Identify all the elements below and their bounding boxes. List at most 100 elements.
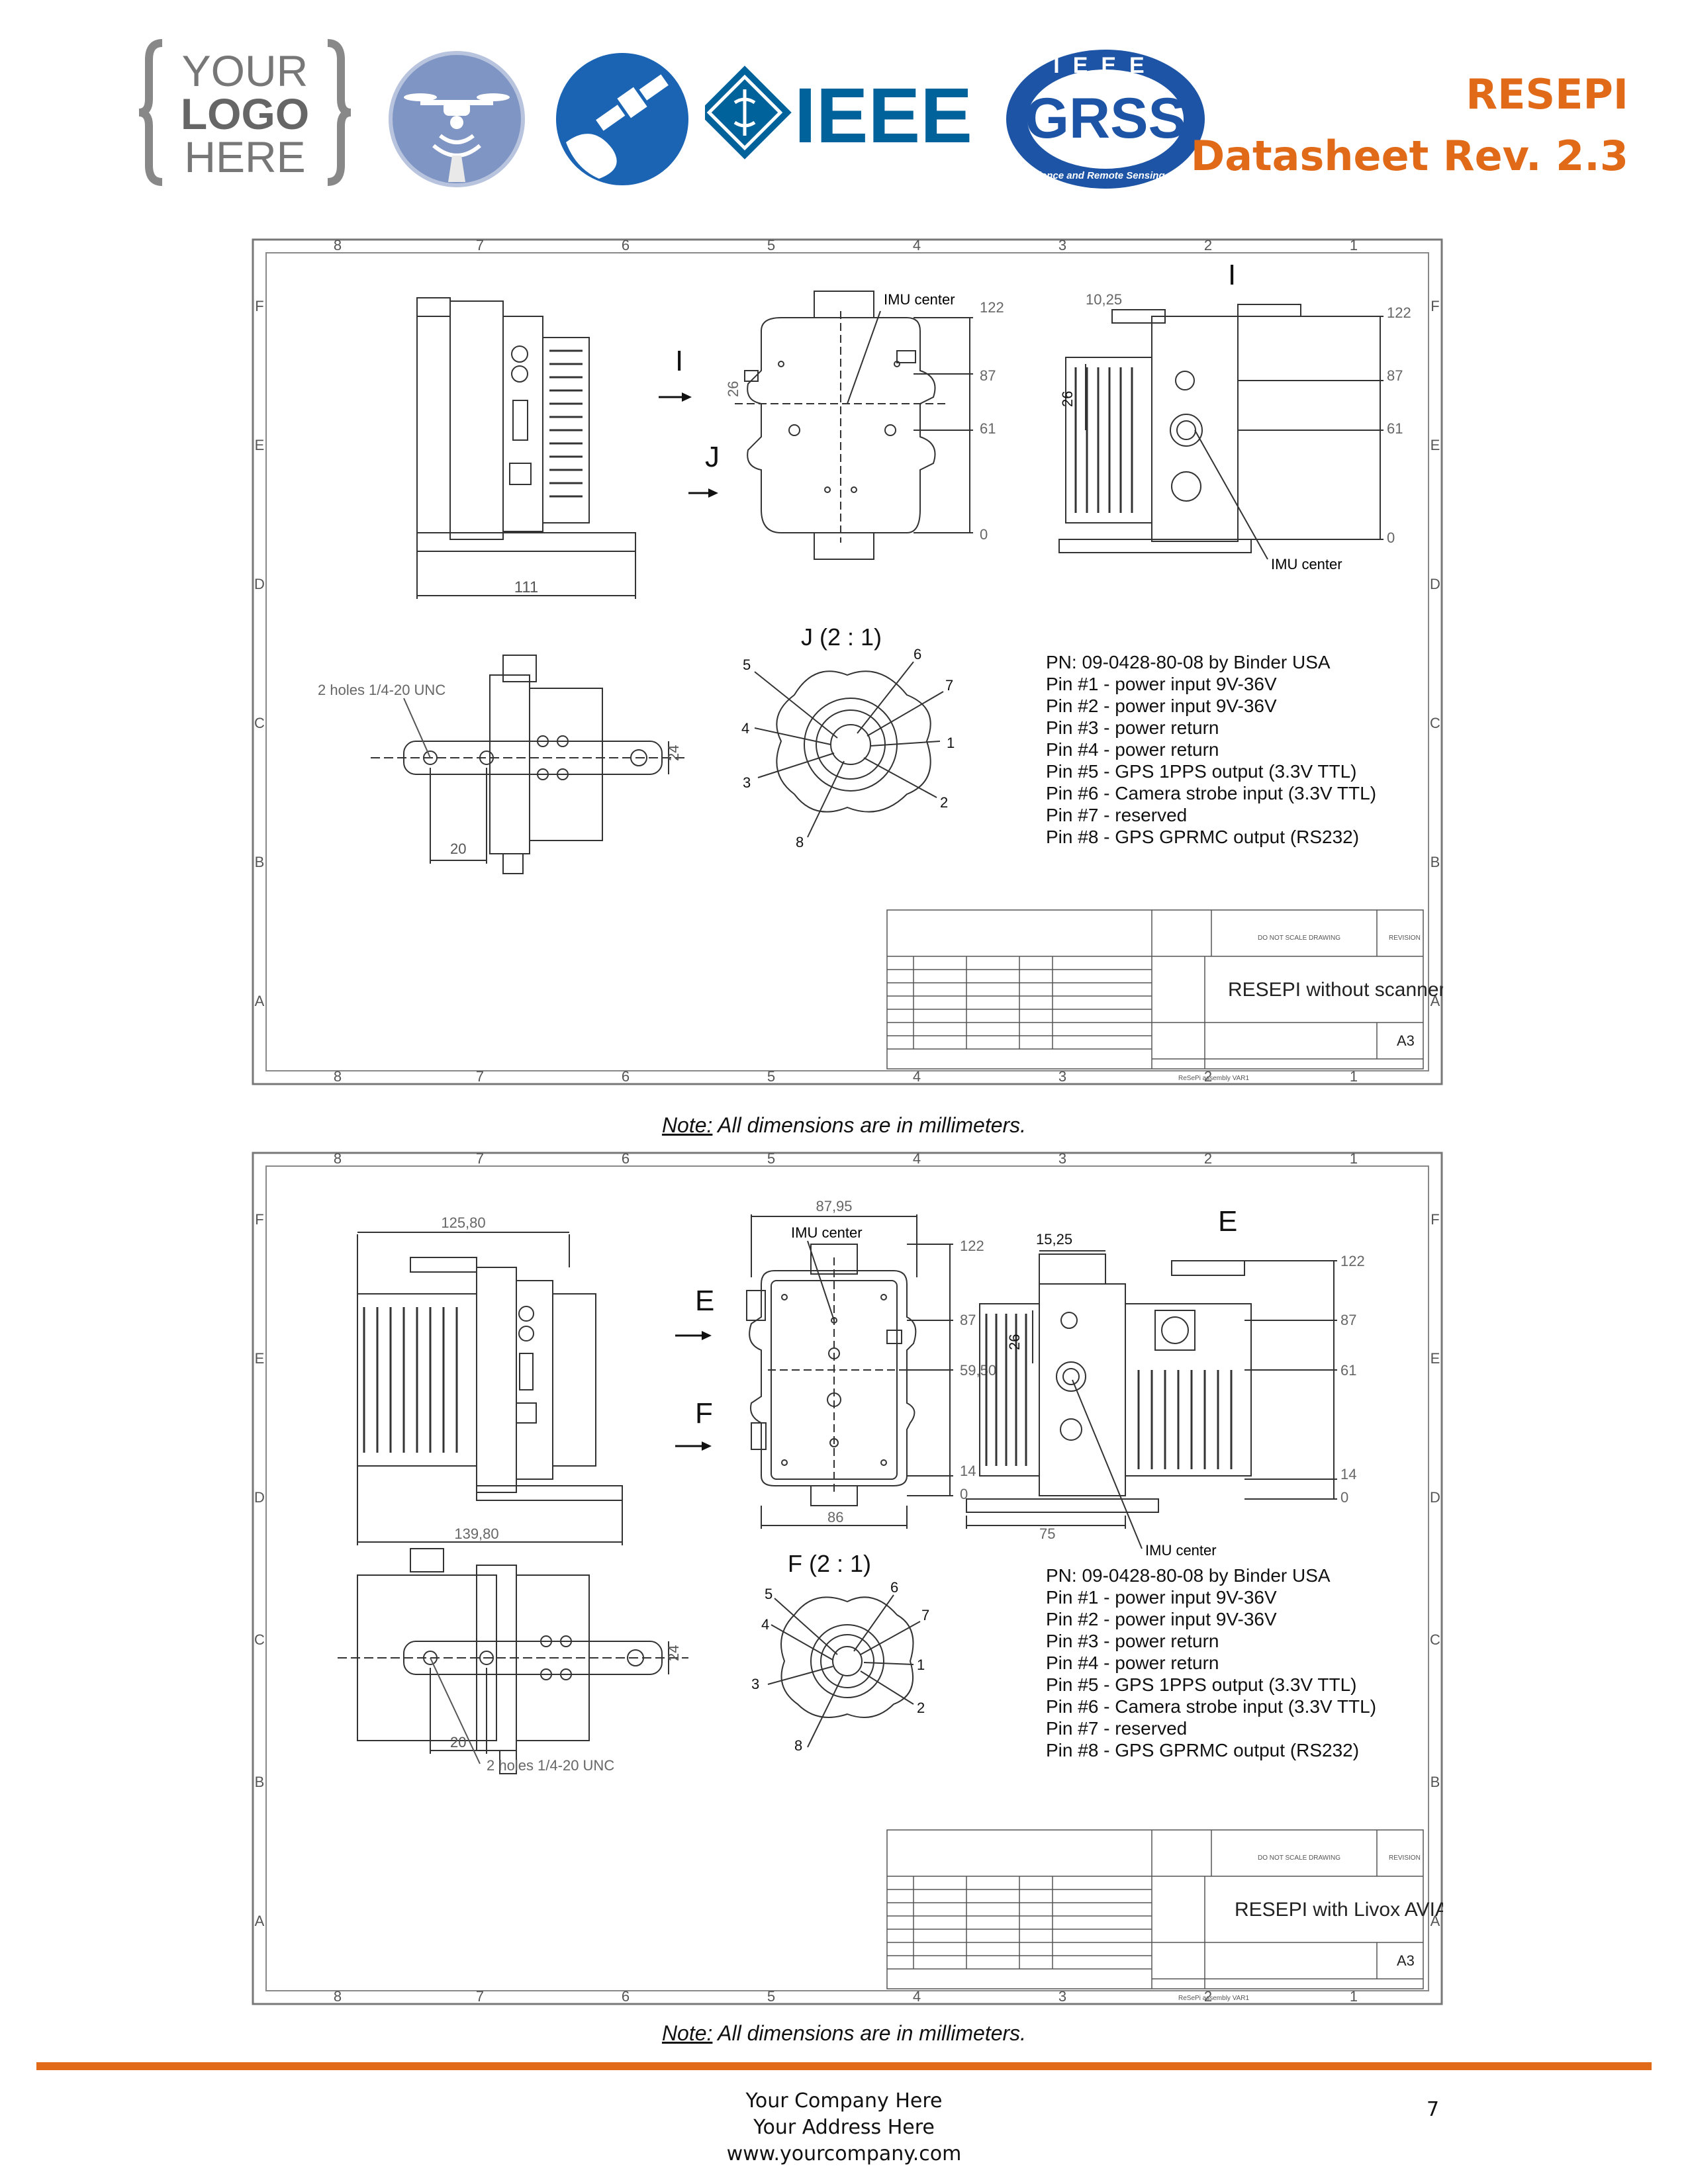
zone-row: F xyxy=(1430,1211,1439,1228)
zone-row: D xyxy=(254,576,265,592)
zone-row: F xyxy=(255,1211,263,1228)
note-label: Note: xyxy=(661,2021,713,2045)
dim-26: 26 xyxy=(725,381,741,397)
pin-label: 7 xyxy=(921,1607,929,1623)
dim-side-87: 87 xyxy=(1387,367,1403,384)
zone-row: A xyxy=(1430,1913,1440,1929)
tb-title: RESEPI with Livox AVIA xyxy=(1235,1899,1443,1921)
zone-col: 5 xyxy=(767,1152,775,1167)
pin-label: 2 xyxy=(917,1700,925,1716)
logo-text-logo: LOGO xyxy=(181,89,309,138)
zone-col: 7 xyxy=(476,1068,484,1085)
zone-col: 4 xyxy=(913,1988,921,2005)
drawing-resepi-with-livox-avia: 8 7 6 5 4 3 2 1 8 7 6 5 4 3 2 1 F E D C … xyxy=(252,1152,1443,2005)
top-plan-view xyxy=(746,1214,953,1529)
pin-label: 6 xyxy=(890,1579,898,1596)
zone-row: C xyxy=(1430,1631,1440,1648)
imu-center-label: IMU center xyxy=(884,291,955,308)
dim-20: 20 xyxy=(450,841,466,857)
zone-row: B xyxy=(1430,854,1440,870)
detail-title: F (2 : 1) xyxy=(788,1550,871,1577)
logo-text-here: HERE xyxy=(184,132,305,181)
zone-col: 4 xyxy=(913,1152,921,1167)
note-text: All dimensions are in millimeters. xyxy=(712,1113,1027,1137)
zone-col: 6 xyxy=(622,1988,630,2005)
zone-col: 4 xyxy=(913,1068,921,1085)
dim-87: 87 xyxy=(960,1312,976,1328)
dim-0: 0 xyxy=(980,526,988,543)
pin-desc: Pin #7 - reserved xyxy=(1046,805,1187,825)
dim-14: 14 xyxy=(960,1463,976,1479)
top-plan-view xyxy=(735,291,973,560)
dim-61: 61 xyxy=(980,420,996,437)
dim-side-122: 122 xyxy=(1387,304,1411,321)
dim-122: 122 xyxy=(960,1238,984,1254)
dim-side-87: 87 xyxy=(1340,1312,1356,1328)
pin-desc: Pin #3 - power return xyxy=(1046,717,1219,738)
zone-col: 1 xyxy=(1350,1068,1358,1085)
pin-label: 6 xyxy=(914,646,921,662)
pn-text: PN: 09-0428-80-08 by Binder USA xyxy=(1046,652,1331,672)
zone-row: C xyxy=(254,715,265,731)
pin-desc: Pin #2 - power input 9V-36V xyxy=(1046,1609,1277,1629)
zone-row: C xyxy=(254,1631,265,1648)
ieee-logo-text: IEEE xyxy=(794,72,972,159)
pin-label: 8 xyxy=(796,834,804,850)
zone-col: 1 xyxy=(1350,1152,1358,1167)
title-block xyxy=(886,1829,1424,1989)
pin-desc: Pin #1 - power input 9V-36V xyxy=(1046,674,1277,694)
footer-divider xyxy=(36,2062,1652,2070)
pin-desc: Pin #5 - GPS 1PPS output (3.3V TTL) xyxy=(1046,761,1357,782)
holes-label: 2 holes 1/4-20 UNC xyxy=(487,1757,614,1774)
pin-desc: Pin #6 - Camera strobe input (3.3V TTL) xyxy=(1046,1696,1376,1717)
pin-label: 4 xyxy=(741,720,749,737)
dim-front-width: 87,95 xyxy=(816,1198,852,1214)
tb-size: A3 xyxy=(1397,1952,1415,1969)
dim-side-offset: 15,25 xyxy=(1036,1231,1072,1248)
dim-side-0: 0 xyxy=(1340,1489,1348,1506)
detail-title: J (2 : 1) xyxy=(801,623,882,651)
footer-address: Your Address Here xyxy=(753,2116,935,2139)
dim-side-14: 14 xyxy=(1340,1466,1356,1482)
pin-label: 5 xyxy=(743,657,751,673)
zone-row: E xyxy=(255,1350,265,1367)
drawing-resepi-without-scanner: 8 7 6 5 4 3 2 1 8 7 6 5 4 3 2 1 F E D C … xyxy=(252,238,1443,1085)
dim-20: 20 xyxy=(450,1734,466,1751)
dim-side-0: 0 xyxy=(1387,529,1395,546)
dim-0: 0 xyxy=(960,1486,968,1502)
pin-desc: Pin #4 - power return xyxy=(1046,739,1219,760)
zone-col: 5 xyxy=(767,1988,775,2005)
dim-side-offset: 10,25 xyxy=(1086,291,1122,308)
zone-col: 3 xyxy=(1058,238,1066,253)
zone-row: E xyxy=(255,437,265,453)
zone-row: E xyxy=(1430,437,1440,453)
pn-text: PN: 09-0428-80-08 by Binder USA xyxy=(1046,1565,1331,1586)
dim-side-26: 26 xyxy=(1006,1334,1023,1350)
zone-col: 3 xyxy=(1058,1068,1066,1085)
holes-label: 2 holes 1/4-20 UNC xyxy=(318,682,445,698)
pin-label: 3 xyxy=(751,1676,759,1692)
dim-side-61: 61 xyxy=(1340,1362,1356,1379)
pin-label: 7 xyxy=(945,677,953,694)
imu-center-label: IMU center xyxy=(791,1224,863,1241)
zone-col: 7 xyxy=(476,238,484,253)
pin-desc: Pin #8 - GPS GPRMC output (RS232) xyxy=(1046,827,1359,847)
pin-label: 4 xyxy=(761,1616,769,1633)
pin-desc: Pin #4 - power return xyxy=(1046,1653,1219,1673)
bottom-view xyxy=(338,1548,688,1774)
zone-row: D xyxy=(1430,576,1440,592)
grss-ring-bottom: Geoscience and Remote Sensing Society xyxy=(1008,170,1203,181)
zone-col: 3 xyxy=(1058,1988,1066,2005)
dim-86: 86 xyxy=(827,1509,843,1525)
zone-col: 5 xyxy=(767,238,775,253)
zone-col: 8 xyxy=(334,1988,342,2005)
logo-text-your: YOUR xyxy=(182,46,308,95)
pin-label: 1 xyxy=(917,1657,925,1673)
satellite-logo-icon xyxy=(556,53,688,185)
zone-row: F xyxy=(255,298,263,314)
zone-col: 7 xyxy=(476,1152,484,1167)
zone-col: 4 xyxy=(913,238,921,253)
zone-col: 2 xyxy=(1204,238,1212,253)
dim-5950: 59,50 xyxy=(960,1362,996,1379)
dim-75: 75 xyxy=(1039,1525,1055,1542)
